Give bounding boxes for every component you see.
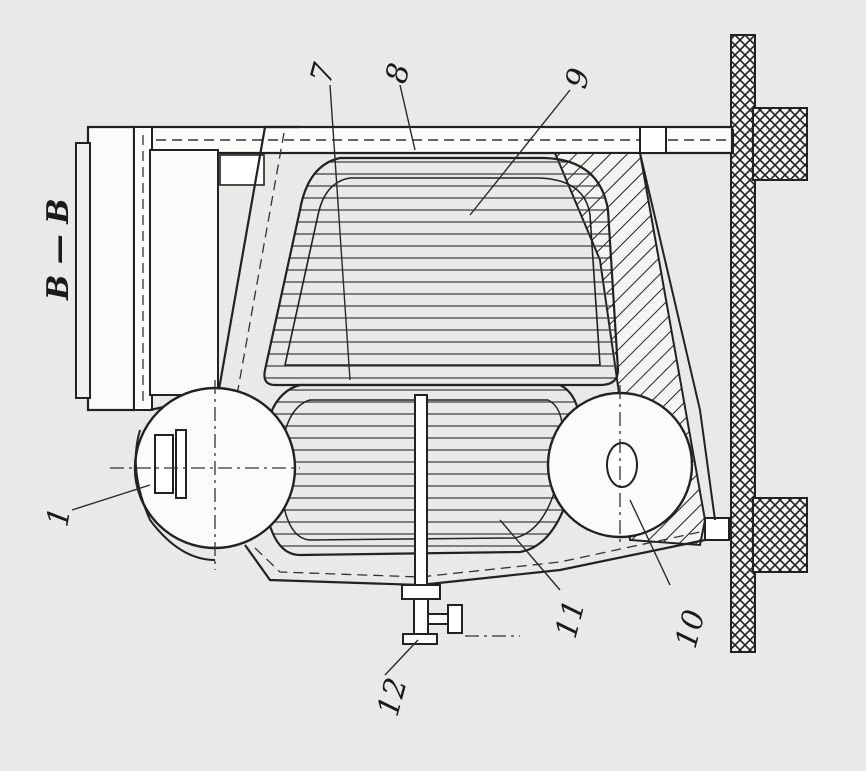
left-casing	[75, 125, 265, 412]
upper-tube-bank	[263, 156, 620, 387]
drum-left	[110, 380, 300, 570]
callout-10: 10	[669, 606, 713, 652]
callout-12: 12	[371, 674, 415, 720]
callout-7: 7	[304, 59, 343, 87]
callout-1: 1	[40, 505, 78, 530]
callout-8: 8	[379, 60, 418, 88]
callout-9: 9	[559, 65, 598, 93]
section-title: B — B	[41, 198, 76, 301]
top-casing	[130, 125, 734, 155]
callout-11: 11	[549, 596, 593, 642]
drum-right	[546, 385, 694, 545]
drain-valve	[401, 394, 520, 645]
leader-lines	[71, 84, 671, 676]
